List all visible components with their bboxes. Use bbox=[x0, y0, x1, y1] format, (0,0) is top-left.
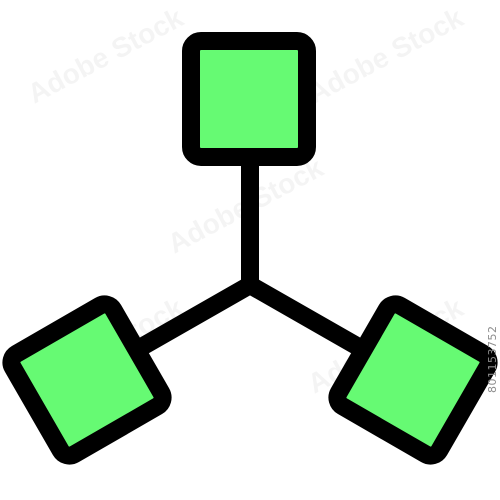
watermark-id: 801153752 bbox=[486, 325, 499, 394]
connector-right bbox=[241, 276, 364, 354]
node-right bbox=[328, 295, 498, 465]
node-top-square bbox=[182, 32, 316, 166]
node-left-square bbox=[2, 295, 172, 465]
connector-lines bbox=[136, 151, 364, 354]
node-top bbox=[182, 32, 316, 166]
node-left bbox=[2, 295, 172, 465]
connector-left bbox=[136, 276, 259, 354]
node-right-square bbox=[328, 295, 498, 465]
